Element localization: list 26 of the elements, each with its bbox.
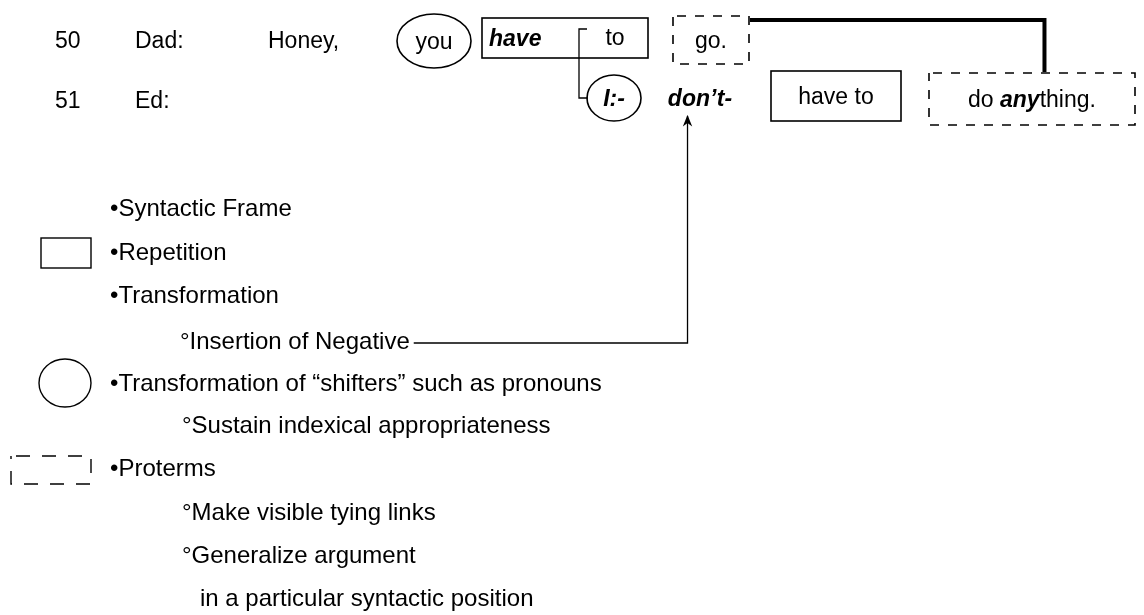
legend-label: •Proterms xyxy=(110,454,216,482)
circled-word: you xyxy=(396,13,472,69)
speaker-name: Dad: xyxy=(135,26,184,54)
legend-label: •Repetition xyxy=(110,238,227,266)
key-item: •Transformation xyxy=(110,281,279,309)
proterm-word: go. xyxy=(672,15,750,65)
legend-label: •Transformation of “shifters” such as pronouns xyxy=(110,369,602,397)
boxed-phrase: have to xyxy=(770,70,902,122)
key-item: °Generalize argument xyxy=(182,541,416,569)
key-item: °Sustain indexical appropriateness xyxy=(182,411,551,439)
key-item: °Make visible tying links xyxy=(182,498,436,526)
circled-word: I:- xyxy=(586,74,642,122)
key-item: •Syntactic Frame xyxy=(110,194,292,222)
key-item: °Insertion of Negative xyxy=(180,326,410,356)
proterm-phrase: do anything. xyxy=(928,72,1136,126)
speaker-name: Ed: xyxy=(135,86,170,114)
negative-word: don’t- xyxy=(648,76,752,120)
boxed-phrase: have to xyxy=(481,17,649,59)
key-item: in a particular syntactic position xyxy=(200,584,534,612)
arrow xyxy=(413,114,693,344)
word: to xyxy=(579,19,641,55)
line-number: 51 xyxy=(55,86,81,114)
connector-line xyxy=(750,18,1047,72)
line-number: 50 xyxy=(55,26,81,54)
connector-line xyxy=(578,28,589,99)
utterance-word: Honey, xyxy=(268,26,340,54)
